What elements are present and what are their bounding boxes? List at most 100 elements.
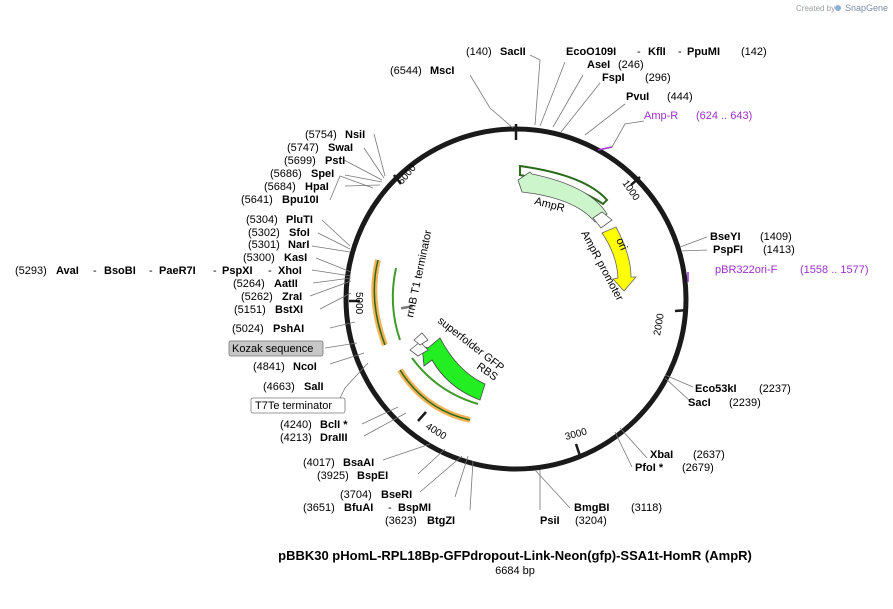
label-bseri-pos: (3704) [340, 489, 372, 501]
tick-6000: 6000 [396, 162, 419, 186]
label-nari: NarI [288, 239, 309, 251]
dash-sep: - [388, 502, 392, 514]
label-pvui: PvuI [626, 91, 649, 103]
tick-marks [349, 124, 689, 457]
green-strand-left [373, 259, 386, 346]
gfp-strand [411, 357, 479, 405]
label-bmgbi-pos: (3118) [631, 502, 662, 514]
tick-2000: 2000 [652, 312, 667, 336]
label-sali: SalI [304, 381, 324, 393]
label-swai-pos: (5747) [287, 142, 319, 154]
label-psii-pos: (3204) [575, 515, 607, 527]
label-ncoi-pos: (4841) [253, 361, 285, 373]
kozak-feature [409, 341, 429, 357]
label-ppumi-pos: (142) [741, 46, 767, 58]
rbs-feature [413, 332, 429, 346]
label-msci: MscI [430, 65, 454, 77]
label-swai: SwaI [328, 142, 353, 154]
pbr322ori-f-range: (1558 .. 1577) [800, 264, 869, 276]
label-aatii-pos: (5264) [233, 278, 265, 290]
label-sacii: SacII [500, 46, 526, 58]
tick-3000: 3000 [564, 426, 589, 442]
label-fspi: FspI [602, 72, 625, 84]
label-sfoi-pos: (5302) [248, 227, 280, 239]
plasmid-length: 6684 bp [495, 565, 535, 577]
credit-text: Created by [796, 4, 835, 13]
label-bstxi-pos: (5151) [234, 304, 266, 316]
label-bsobi: BsoBI [104, 265, 136, 277]
label-bseri: BseRI [381, 489, 412, 501]
ampr-arrow [517, 171, 608, 223]
label-asei: AseI [587, 59, 610, 71]
label-ppumi: PpuMI [687, 46, 720, 58]
ori-arrow [601, 226, 637, 292]
label-bspei-pos: (3925) [317, 470, 349, 482]
label-pshai-pos: (5024) [232, 323, 264, 335]
label-nsii-pos: (5754) [305, 129, 337, 141]
label-nsii: NsiI [345, 129, 365, 141]
label-kasi: KasI [284, 252, 307, 264]
label-bpu10i-pos: (5641) [241, 194, 273, 206]
label-paer7i: PaeR7I [159, 265, 196, 277]
label-pfoi-pos: (2679) [682, 462, 714, 474]
label-bfuai: BfuAI [344, 502, 373, 514]
label-bspei: BspEI [357, 470, 388, 482]
label-saci-pos: (2239) [729, 397, 761, 409]
label-pluti: PluTI [286, 214, 313, 226]
label-psti: PstI [325, 155, 345, 167]
label-btgzi: BtgZI [427, 515, 455, 527]
label-psti-pos: (5699) [284, 155, 316, 167]
label-sfoi: SfoI [289, 227, 310, 239]
ori-label: ori [613, 236, 629, 252]
label-kasi-pos: (5300) [243, 252, 275, 264]
snapgene-logo-icon [835, 5, 841, 11]
superfolder-gfp-arrow [421, 337, 486, 401]
label-pvui-pos: (444) [667, 91, 693, 103]
plasmid-title: pBBK30 pHomL-RPL18Bp-GFPdropout-Link-Neo… [278, 548, 752, 563]
label-bsaai-pos: (4017) [303, 457, 335, 469]
label-hpai: HpaI [305, 181, 329, 193]
label-bpu10i: Bpu10I [282, 194, 319, 206]
label-draiii: DraIII [320, 432, 348, 444]
label-psii: PsiI [540, 515, 560, 527]
label-bsaai: BsaAI [343, 457, 374, 469]
rrnb-strand [391, 267, 401, 341]
amp-r-primer-mark [597, 146, 613, 151]
kozak-sequence-label: Kozak sequence [232, 343, 313, 355]
label-zrai: ZraI [282, 291, 302, 303]
label-hpai-pos: (5684) [264, 181, 296, 193]
label-bcli-pos: (4240) [280, 419, 312, 431]
label-bseyi-pos: (1409) [760, 231, 792, 243]
label-bfuai-pos: (3651) [303, 502, 335, 514]
dash-sep: - [268, 265, 272, 277]
label-bspmi: BspMI [398, 502, 431, 514]
label-draiii-pos: (4213) [280, 432, 312, 444]
snapgene-logo: SnapGene [845, 3, 888, 13]
amp-r-primer-label: Amp-R [644, 110, 678, 122]
label-pshai: PshAI [273, 323, 304, 335]
label-bmgbi: BmgBI [574, 502, 609, 514]
label-pluti-pos: (5304) [246, 214, 278, 226]
t7te-terminator-box [250, 397, 346, 414]
label-ncoi: NcoI [293, 361, 317, 373]
label-aatii: AatII [274, 278, 298, 290]
amp-r-primer-range: (624 .. 643) [696, 110, 752, 122]
dash-sep: - [637, 46, 641, 58]
dash-sep: - [93, 265, 97, 277]
t7te-terminator-label: T7Te terminator [255, 400, 332, 412]
label-bcli: BclI * [320, 419, 348, 431]
label-eco53ki: Eco53kI [695, 383, 737, 395]
tick-5000: 5000 [353, 292, 364, 315]
label-spei-pos: (5686) [270, 168, 302, 180]
dash-sep: - [213, 265, 217, 277]
tick-4000: 4000 [423, 421, 448, 442]
label-pspxi: PspXI [222, 265, 253, 277]
label-sacii-pos: (140) [466, 46, 492, 58]
label-pspfi-pos: (1413) [763, 244, 795, 256]
amp-r-leader [611, 120, 645, 148]
label-5293-pos: (5293) [15, 265, 47, 277]
label-spei: SpeI [311, 168, 334, 180]
label-ecoo109i: EcoO109I [566, 46, 616, 58]
leader-lines [309, 54, 708, 511]
